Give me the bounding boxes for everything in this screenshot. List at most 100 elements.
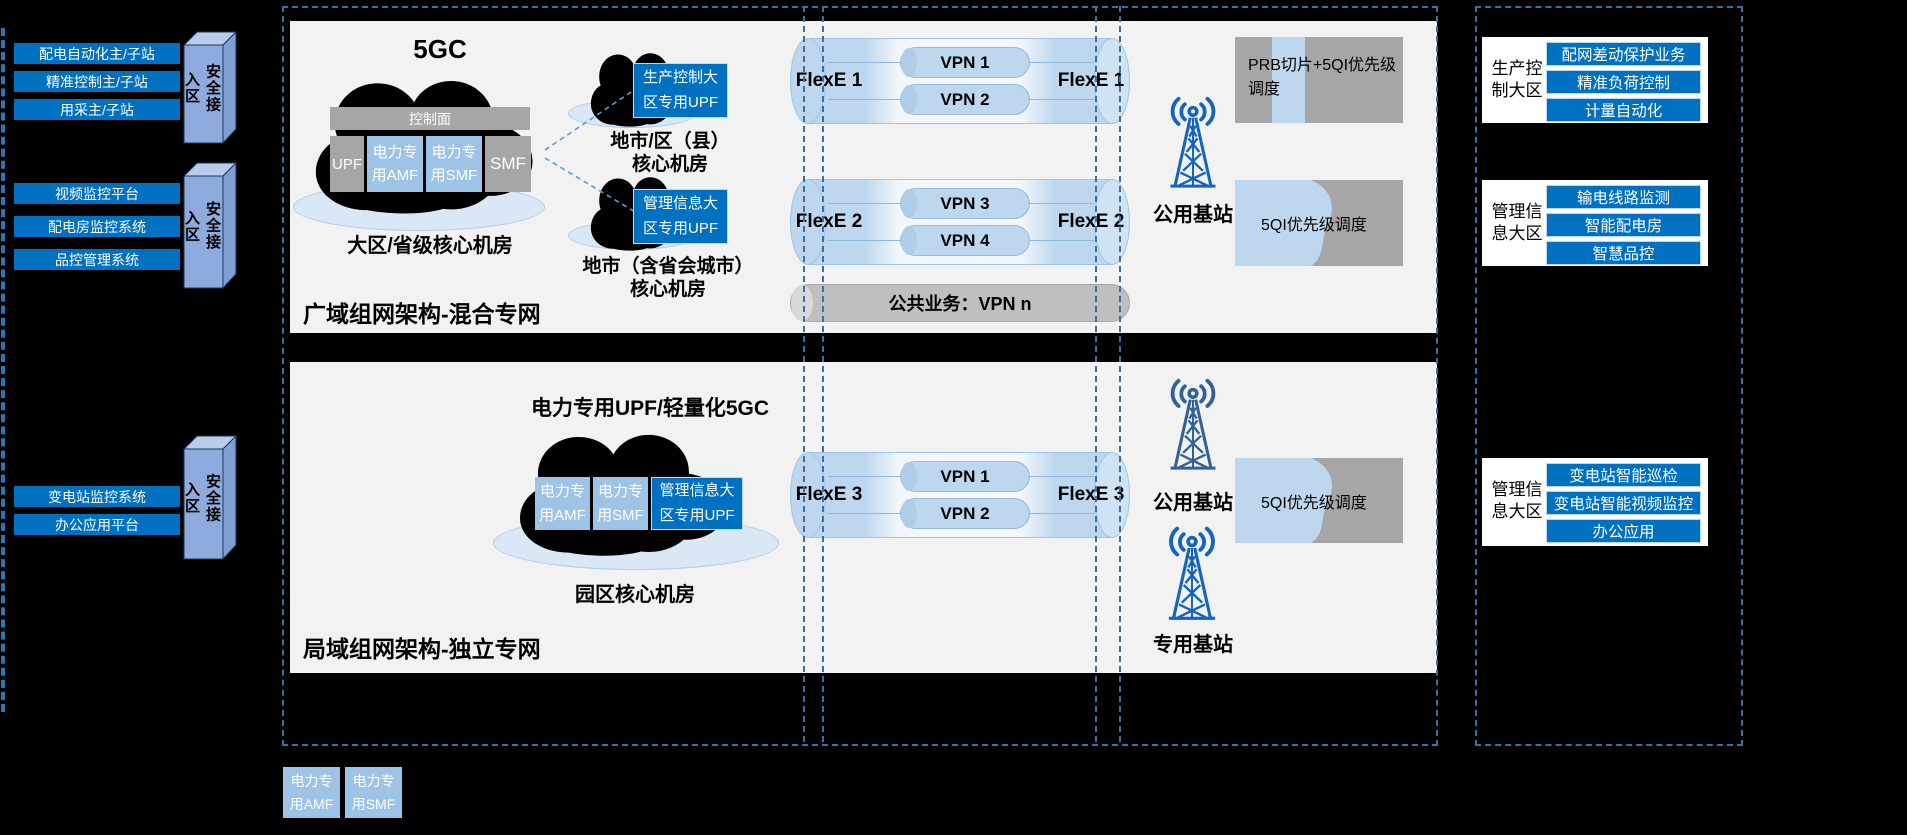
lan-section-title: 局域组网架构-独立专网 (303, 636, 541, 662)
flexe3-tube: VPN 1 VPN 2 FlexE 3 FlexE 3 (790, 452, 1130, 538)
vpn-label: VPN 2 (940, 89, 990, 109)
wave-divider (1310, 180, 1332, 266)
transport-dashed-line (1119, 6, 1121, 742)
business-item: 办公应用 (1546, 519, 1701, 543)
vpn-link-line (828, 62, 900, 63)
zone-label: 安全接入区 (183, 201, 221, 251)
flexe-label: FlexE 2 (1057, 211, 1125, 232)
tube-cap (790, 179, 826, 265)
flexe-label: FlexE 2 (795, 211, 863, 232)
vpn-tube: VPN 1 (900, 47, 1030, 78)
zone-title: 生产控制大区 (1491, 59, 1543, 101)
edge-room-caption: 地市/区（县）核心机房 (610, 131, 730, 175)
prb-scheduling-box: PRB切片+5QI优先级调度 (1235, 37, 1403, 123)
vpn-label: VPN 1 (940, 466, 990, 486)
power-smf-node: 电力专用SMF (593, 477, 648, 530)
flexe-label: FlexE 3 (795, 484, 863, 505)
blue-region (1235, 458, 1311, 543)
flexe-label: FlexE 3 (1057, 484, 1125, 505)
control-plane-bar: 控制面 (330, 107, 530, 130)
scheduling-text: 5QI优先级调度 (1261, 217, 1367, 234)
list-item: 视频监控平台 (14, 183, 180, 204)
production-upf-box: 生产控制大区专用UPF (633, 63, 728, 118)
list-item: 配电房监控系统 (14, 216, 180, 237)
list-item: 变电站监控系统 (14, 486, 180, 507)
vpn-tube: VPN 2 (900, 498, 1030, 529)
vpn-link-line (828, 240, 900, 241)
lan-cloud-title: 电力专用UPF/轻量化5GC (530, 397, 769, 420)
business-item: 变电站智能视频监控 (1546, 491, 1701, 515)
business-item: 精准负荷控制 (1546, 70, 1701, 94)
slice-stripe (1272, 37, 1305, 123)
wave-divider (1310, 458, 1332, 543)
business-item: 计量自动化 (1546, 98, 1701, 122)
public-vpn-tube: 公共业务：VPN n (790, 284, 1130, 322)
vpn-link-line (1030, 240, 1094, 241)
zone-title: 管理信息大区 (1491, 480, 1543, 522)
vpn-tube: VPN 4 (900, 225, 1030, 256)
tube-cap (1094, 452, 1130, 538)
scheduling-text: PRB切片+5QI优先级调度 (1248, 57, 1397, 98)
vpn-tube: VPN 1 (900, 461, 1030, 492)
campus-room-caption: 园区核心机房 (575, 584, 695, 606)
cuboid-icon (182, 161, 238, 290)
station-label: 公用基站 (1153, 204, 1233, 226)
zone-label: 安全接入区 (183, 63, 221, 113)
vpn-tube: VPN 3 (900, 188, 1030, 219)
business-item: 智慧品控 (1546, 241, 1701, 265)
brace-icon (1713, 93, 1725, 119)
blue-region (1235, 180, 1311, 266)
tube-cap (1094, 179, 1130, 265)
wan-section-title: 广域组网架构-混合专网 (303, 301, 541, 327)
business-item: 变电站智能巡检 (1546, 463, 1701, 487)
vpn-link-line (828, 203, 900, 204)
zone-label: 安全接入区 (183, 473, 221, 523)
base-station-icon (1168, 96, 1218, 188)
vpn-link-line (828, 476, 900, 477)
flexe-label: FlexE 1 (1057, 70, 1125, 91)
security-access-zone-box-1: 安全接入区 (182, 30, 238, 145)
flexe2-tube: VPN 3 VPN 4 FlexE 2 FlexE 2 (790, 179, 1130, 265)
flexe1-tube: VPN 1 VPN 2 FlexE 1 FlexE 1 (790, 38, 1130, 124)
tube-cap (790, 38, 826, 124)
list-item: 精准控制主/子站 (14, 71, 180, 92)
vpn-link-line (1030, 203, 1094, 204)
vpn-tube: VPN 2 (900, 84, 1030, 115)
station-label: 公用基站 (1153, 492, 1233, 514)
station-label: 专用基站 (1153, 634, 1233, 656)
vpn-label: VPN 4 (940, 230, 990, 250)
vpn-link-line (1030, 513, 1094, 514)
vpn-link-line (1030, 62, 1094, 63)
power-smf-node: 电力专用SMF (426, 136, 482, 192)
scheduling-text: 5QI优先级调度 (1261, 494, 1367, 512)
brace-icon (1713, 465, 1725, 540)
core-room-caption: 大区/省级核心机房 (347, 235, 513, 257)
vpn-link-line (1030, 476, 1094, 477)
list-item: 品控管理系统 (14, 249, 180, 270)
power-amf-node: 电力专用AMF (367, 136, 423, 192)
tube-cap (791, 285, 813, 321)
vpn-link-line (1030, 99, 1094, 100)
base-station-icon (1168, 378, 1218, 470)
transport-dashed-line (803, 6, 805, 742)
legend-amf-box: 电力专用AMF (283, 767, 340, 818)
5gc-title: 5GC (413, 34, 467, 64)
transport-dashed-line (1095, 6, 1097, 742)
vpn-label: VPN 2 (940, 503, 990, 523)
security-access-zone-box-2: 安全接入区 (182, 161, 238, 290)
vpn-link-line (828, 513, 900, 514)
list-item: 用采主/子站 (14, 99, 180, 120)
transport-dashed-line (822, 6, 824, 742)
business-item: 智能配电房 (1546, 213, 1701, 237)
flexe-label: FlexE 1 (795, 70, 863, 91)
cuboid-icon (182, 434, 238, 561)
legend-smf-box: 电力专用SMF (345, 767, 402, 818)
left-dashed-divider (1, 28, 5, 712)
vpn-link-line (828, 99, 900, 100)
brace-icon (1713, 187, 1725, 235)
management-upf-node: 管理信息大区专用UPF (651, 477, 743, 530)
5qi-scheduling-box: 5QI优先级调度 (1235, 180, 1403, 266)
tube-cap (1094, 38, 1130, 124)
power-amf-node: 电力专用AMF (535, 477, 590, 530)
